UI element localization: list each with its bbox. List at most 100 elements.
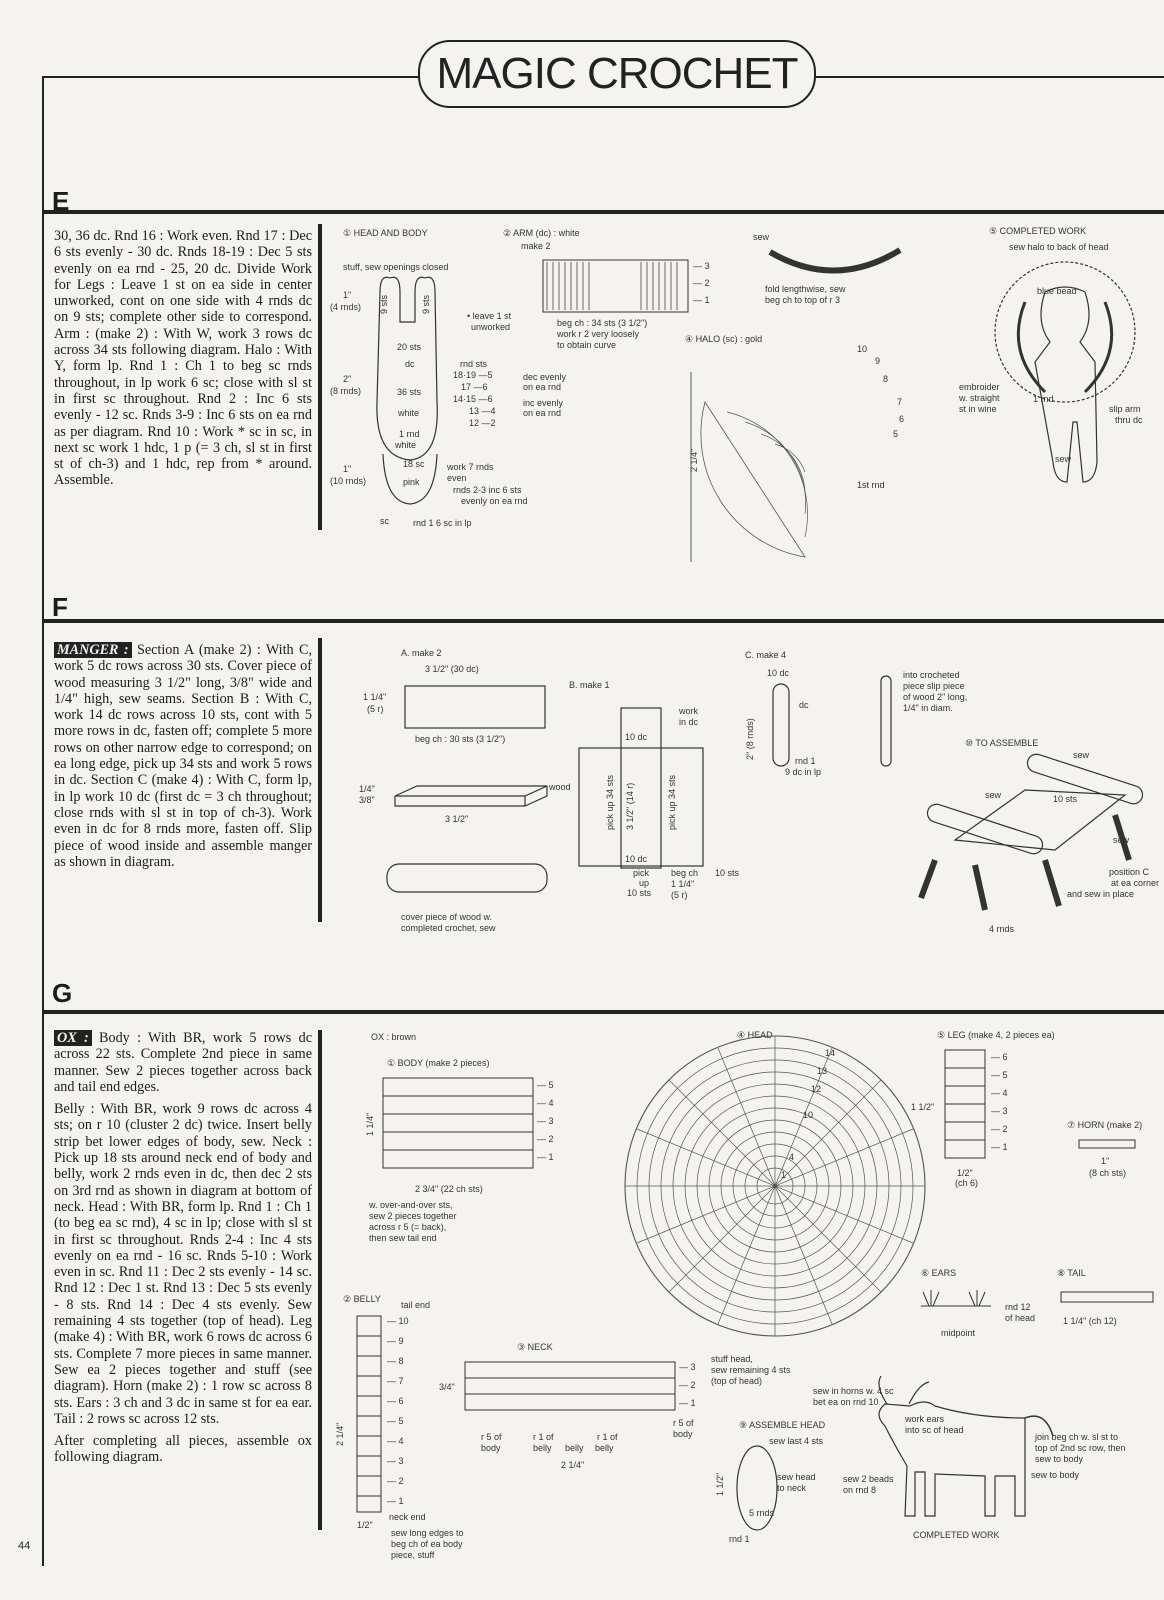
dim-c-length: 2" (8 rnds) (745, 718, 755, 760)
label-head-4: 4 (789, 1152, 794, 1162)
label-white: white (397, 408, 419, 418)
dim-2in: 2" (343, 374, 351, 384)
label-sew-head: sew head (777, 1472, 816, 1482)
label-belly-3: — 3 (387, 1456, 404, 1466)
label-a-make2: A. make 2 (401, 648, 442, 658)
label-20sts: 20 sts (397, 342, 422, 352)
label-pick34-right: pick up 34 sts (667, 774, 677, 830)
label-into-sc: into sc of head (905, 1425, 964, 1435)
label-sc: sc (380, 516, 390, 526)
ox-completed-shape (879, 1402, 1025, 1516)
dim-neck-height: 3/4" (439, 1382, 455, 1392)
label-bet-rnd: bet ea on rnd 10 (813, 1397, 879, 1407)
label-sew-last: sew last 4 sts (769, 1436, 824, 1446)
label-of-wood: of wood 2" long, (903, 692, 967, 702)
section-e-divider (318, 224, 322, 530)
halo-rings (727, 412, 808, 537)
label-10sts-assemble: 10 sts (1053, 794, 1078, 804)
ears-chart-shape (921, 1290, 991, 1306)
label-dc: dc (405, 359, 415, 369)
label-arm-r3: — 3 (693, 261, 710, 271)
section-g-text: OX : Body : With BR, work 5 rows dc acro… (54, 1030, 312, 1472)
dim-tail: 1 1/4" (ch 12) (1063, 1316, 1117, 1326)
label-body: ① BODY (make 2 pieces) (387, 1058, 489, 1068)
label-belly-1: — 1 (387, 1496, 404, 1506)
label-into: into crocheted (903, 670, 960, 680)
label-10sts: 10 sts (627, 888, 652, 898)
label-belly-4: — 4 (387, 1436, 404, 1446)
label-completed-work-g: COMPLETED WORK (913, 1530, 1000, 1540)
dim-8rnds: (8 rnds) (330, 386, 361, 396)
halo-wedge-shape (701, 402, 805, 557)
label-to-assemble: ⑩ TO ASSEMBLE (965, 738, 1038, 748)
label-work-ears: work ears (904, 1414, 945, 1424)
label-pick: pick (633, 868, 650, 878)
label-belly-m: belly (565, 1443, 584, 1453)
leg-chart-shape (945, 1050, 985, 1158)
label-9sts-b: 9 sts (421, 294, 431, 314)
label-halo-7: 7 (897, 397, 902, 407)
label-b-length: 3 1/2" (14 r) (625, 783, 635, 830)
label-sew-long: sew long edges to (391, 1528, 464, 1538)
label-on-ea-rnd: on ea rnd (523, 382, 561, 392)
label-dc-c: dc (799, 700, 809, 710)
section-e-diagrams: ① HEAD AND BODY stuff, sew openings clos… (325, 222, 1164, 572)
label-fold: fold lengthwise, sew (765, 284, 846, 294)
label-1rnd: 1 rnd (399, 429, 420, 439)
label-ears: ⑥ EARS (921, 1268, 956, 1278)
label-midpoint: midpoint (941, 1328, 976, 1338)
label-r1415: 14·15 —6 (453, 394, 493, 404)
label-body-r3: — 3 (537, 1116, 554, 1126)
label-sew-to-body: sew to body (1035, 1454, 1084, 1464)
label-inc-evenly: inc evenly (523, 398, 564, 408)
label-dec-evenly: dec evenly (523, 372, 567, 382)
angel-halo-shape (995, 262, 1135, 402)
section-g-divider (318, 1030, 322, 1530)
label-halo-5: 5 (893, 429, 898, 439)
label-leg-4: — 4 (991, 1088, 1008, 1098)
label-of-head: of head (1005, 1313, 1035, 1323)
label-tail: ⑧ TAIL (1057, 1268, 1086, 1278)
label-neck-end: neck end (389, 1512, 426, 1522)
section-b-wide-shape (579, 748, 703, 866)
page-number: 44 (18, 1540, 30, 1552)
page-frame-left (42, 76, 44, 1566)
dim-halo: 2 1/4" (689, 449, 699, 472)
section-e-rule (44, 210, 1164, 214)
label-work: work (678, 706, 699, 716)
dim-belly-height: 2 1/4" (335, 1423, 345, 1446)
manger-instructions: Section A (make 2) : With C, work 5 dc r… (54, 642, 312, 870)
label-sew-left: sew (985, 790, 1002, 800)
label-neck-1: — 1 (679, 1398, 696, 1408)
page-title-banner: MAGIC CROCHET (418, 40, 816, 108)
label-leg-3: — 3 (991, 1106, 1008, 1116)
label-arm-r2: — 2 (693, 278, 710, 288)
label-stuff: stuff, sew openings closed (343, 262, 448, 272)
label-body-r1: — 1 (537, 1152, 554, 1162)
label-a-beg: beg ch : 30 sts (3 1/2") (415, 734, 505, 744)
manger-label: MANGER : (54, 642, 132, 658)
wood-block-shape (395, 786, 547, 806)
ox-body-chart-shape (383, 1078, 533, 1168)
dim-neck-width: 2 1/4" (561, 1460, 584, 1470)
label-head-12: 12 (811, 1084, 821, 1094)
label-leg-1: — 1 (991, 1142, 1008, 1152)
label-up: up (639, 878, 649, 888)
angel-body-shape (1035, 287, 1097, 482)
section-g-paragraph-3: After completing all pieces, assemble ox… (54, 1433, 312, 1466)
dim-wood-w: 3/8" (359, 795, 375, 805)
label-slip-arm: slip arm (1109, 404, 1141, 414)
tail-chart-shape (1061, 1292, 1153, 1302)
label-r17: 17 —6 (461, 382, 488, 392)
section-e-text: 30, 36 dc. Rnd 16 : Work even. Rnd 17 : … (54, 228, 312, 495)
label-piece-stuff: piece, stuff (391, 1550, 435, 1560)
label-c-make4: C. make 4 (745, 650, 786, 660)
label-halo-6: 6 (899, 414, 904, 424)
manger-bed-shape (955, 790, 1125, 850)
label-c-rnd1: rnd 1 (795, 756, 816, 766)
section-f-rule (44, 619, 1164, 623)
label-halo-8: 8 (883, 374, 888, 384)
dim-wood-h: 1/4" (359, 784, 375, 794)
label-9sts-a: 9 sts (379, 294, 389, 314)
dim-body-height: 1 1/4" (365, 1113, 375, 1136)
